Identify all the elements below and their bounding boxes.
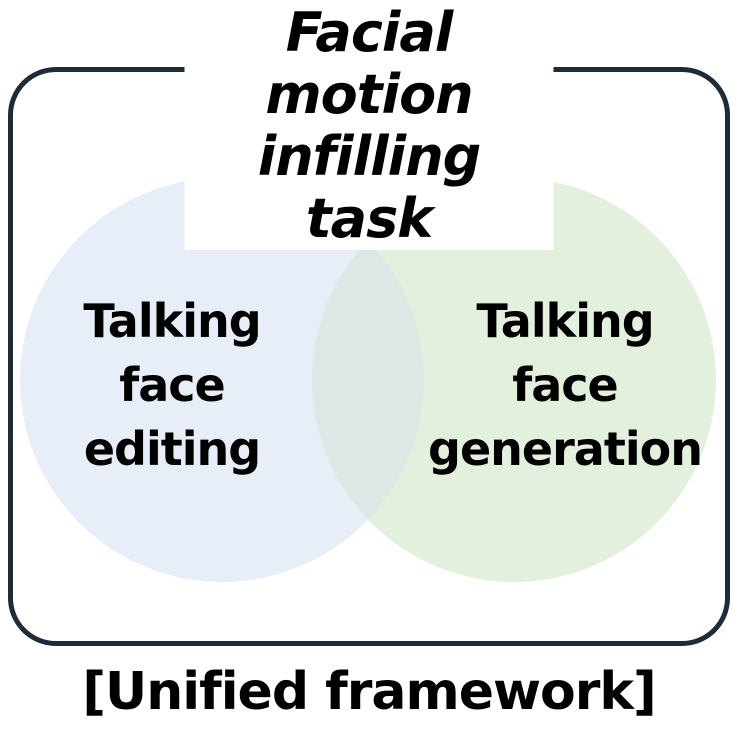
venn-left-circle <box>20 178 424 582</box>
venn-left-label: Talking face editing <box>83 294 261 476</box>
venn-right-label: Talking face generation <box>428 294 703 476</box>
figure-caption: [Unified framework] <box>82 662 656 722</box>
figure-title: Facial motion infilling task <box>184 2 554 250</box>
venn-right-circle <box>312 178 716 582</box>
